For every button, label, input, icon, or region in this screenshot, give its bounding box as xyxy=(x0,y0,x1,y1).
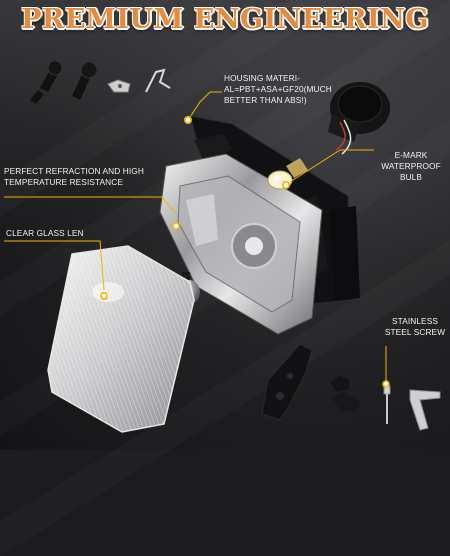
glass-lens-callout: CLEAR GLASS LEN xyxy=(6,228,84,238)
adjuster-bracket xyxy=(261,343,313,421)
adjuster-knob xyxy=(330,376,360,412)
callout-leaders xyxy=(4,91,390,388)
product-infographic: PREMIUM ENGINEERING HOUSING MATERI-AL=PB… xyxy=(0,0,450,450)
glass-lens xyxy=(47,245,195,433)
stainless-screw-callout: STAINLESS STEEL SCREW xyxy=(384,316,446,337)
headline: PREMIUM ENGINEERING xyxy=(21,4,429,35)
stainless-screw xyxy=(383,385,391,424)
bulb-socket xyxy=(328,82,390,155)
metal-bracket xyxy=(107,79,131,93)
spring-wire xyxy=(145,68,171,93)
chrome-reflector xyxy=(159,153,323,335)
clip-part-1 xyxy=(30,60,63,104)
halogen-bulb xyxy=(267,158,308,190)
metal-clip xyxy=(409,389,441,431)
clip-part-2 xyxy=(72,61,98,100)
product-illustration xyxy=(4,60,441,433)
housing-material-callout: HOUSING MATERI-AL=PBT+ASA+GF20(MUCH BETT… xyxy=(224,73,332,105)
emark-bulb-callout: E-MARK WATERPROOF BULB xyxy=(381,150,441,182)
refraction-callout: PERFECT REFRACTION AND HIGH TEMPERATURE … xyxy=(4,166,144,187)
